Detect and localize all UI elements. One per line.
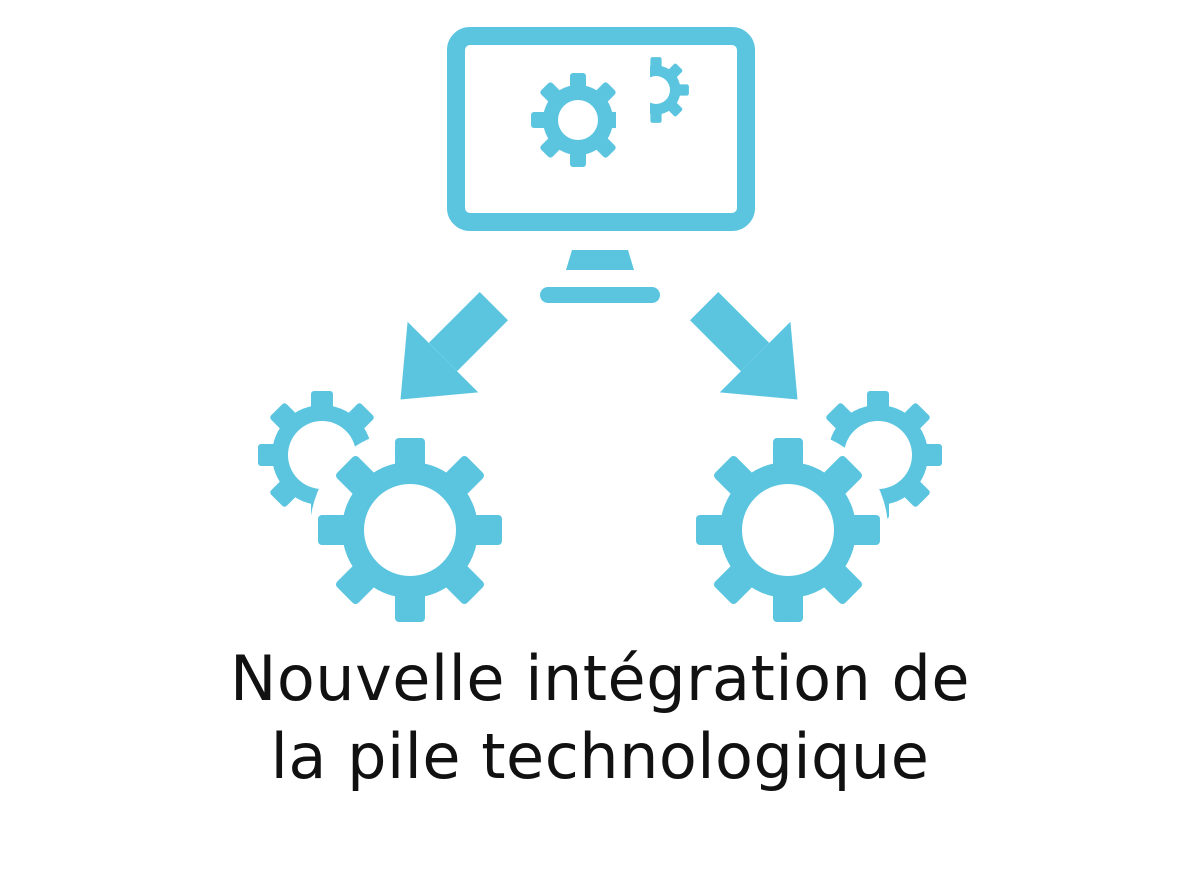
caption-line-1: Nouvelle intégration de	[229, 642, 971, 715]
monitor-icon	[447, 27, 755, 303]
arrow-down-left-icon	[400, 292, 508, 400]
screen-gears-icon	[531, 50, 689, 167]
gear-icon	[688, 430, 888, 630]
arrow-down-right-icon	[690, 292, 798, 400]
caption-title: Nouvelle intégration de la pile technolo…	[0, 640, 1200, 796]
gear-cluster-right	[688, 391, 942, 630]
caption-line-2: la pile technologique	[270, 720, 930, 793]
gear-cluster-left	[258, 391, 510, 630]
integration-illustration	[258, 27, 942, 630]
gear-icon	[310, 430, 510, 630]
